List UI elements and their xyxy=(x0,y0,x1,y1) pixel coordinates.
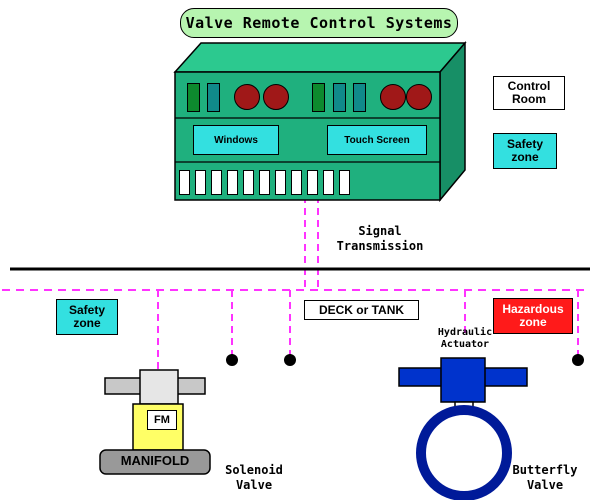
vent-slot xyxy=(323,170,334,195)
actuator-body xyxy=(440,357,486,403)
vent-slot xyxy=(195,170,206,195)
indicator-teal-1 xyxy=(207,83,220,112)
indicator-green-1 xyxy=(187,83,200,112)
hydraulic-actuator-label: Hydraulic Actuator xyxy=(437,327,493,350)
knob-2[interactable] xyxy=(263,84,289,110)
vent-slot xyxy=(227,170,238,195)
solenoid-head xyxy=(139,369,179,405)
knob-4[interactable] xyxy=(406,84,432,110)
valve-ring xyxy=(416,405,512,500)
sensor-dot xyxy=(226,354,238,366)
indicator-teal-3 xyxy=(353,83,366,112)
vent-slot xyxy=(307,170,318,195)
knob-3[interactable] xyxy=(380,84,406,110)
hazardous-zone-label: Hazardous zone xyxy=(493,298,573,334)
indicator-green-2 xyxy=(312,83,325,112)
manifold-label: MANIFOLD xyxy=(120,453,190,468)
control-room-label: Control Room xyxy=(493,76,565,110)
butterfly-valve-label: Butterfly Valve xyxy=(512,463,578,492)
vent-slot xyxy=(243,170,254,195)
indicator-teal-2 xyxy=(333,83,346,112)
vent-slot xyxy=(211,170,222,195)
touch-screen[interactable]: Touch Screen xyxy=(327,125,427,155)
safety-zone-top-label: Safety zone xyxy=(493,133,557,169)
signal-transmission-label: Signal Transmission xyxy=(336,224,424,253)
panel-side-face xyxy=(439,40,466,203)
vent-slot xyxy=(275,170,286,195)
knob-1[interactable] xyxy=(234,84,260,110)
panel-top-face xyxy=(173,42,467,73)
diagram-title: Valve Remote Control Systems xyxy=(180,8,458,38)
safety-zone-bottom-label: Safety zone xyxy=(56,299,118,335)
deck-or-tank-label: DECK or TANK xyxy=(304,300,419,320)
vent-slot xyxy=(291,170,302,195)
sensor-dot xyxy=(284,354,296,366)
windows-screen[interactable]: Windows xyxy=(193,125,279,155)
butterfly-valve-assembly xyxy=(398,357,528,500)
vent-slot xyxy=(339,170,350,195)
solenoid-valve-label: Solenoid Valve xyxy=(225,463,283,492)
vent-slot xyxy=(179,170,190,195)
sensor-dot xyxy=(572,354,584,366)
manifold-block xyxy=(99,449,211,475)
vent-slot xyxy=(259,170,270,195)
fm-label: FM xyxy=(147,410,177,430)
